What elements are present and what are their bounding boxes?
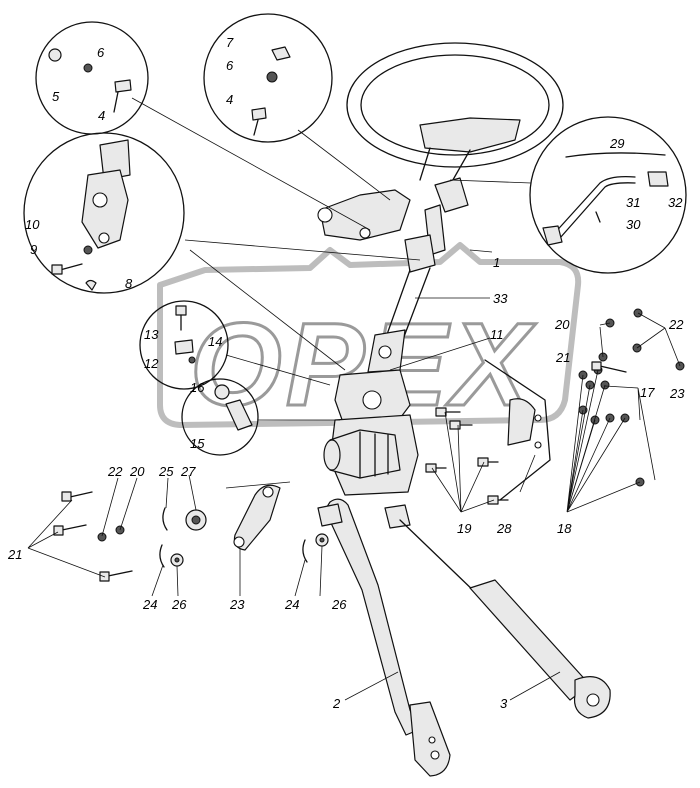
callout-5: 5	[52, 89, 60, 104]
callout-25: 25	[158, 464, 174, 479]
callout-labels: 1 2 3 4 4 5 6 6 7 8 9 10 11 12 13 14 15 …	[7, 35, 685, 711]
steering-column-upper	[317, 177, 469, 256]
callout-18: 18	[557, 521, 572, 536]
detail-circle-left	[23, 132, 185, 294]
callout-20-right: 20	[554, 317, 570, 332]
callout-17: 17	[640, 385, 655, 400]
callout-27: 27	[180, 464, 196, 479]
callout-13: 13	[144, 327, 159, 342]
callout-24-left: 24	[142, 597, 157, 612]
callout-20-left: 20	[129, 464, 145, 479]
callout-28: 28	[496, 521, 512, 536]
callout-22-left: 22	[107, 464, 123, 479]
steering-wheel	[346, 42, 564, 186]
callout-4-top-center: 4	[226, 92, 233, 107]
bracket-28	[484, 359, 551, 501]
callout-21-left: 21	[7, 547, 22, 562]
callout-21-right: 21	[555, 350, 570, 365]
callout-32: 32	[668, 195, 683, 210]
leader-lines	[27, 97, 681, 701]
callout-26-right: 26	[331, 597, 347, 612]
callout-1: 1	[493, 255, 500, 270]
callout-12: 12	[144, 356, 159, 371]
callout-24-right: 24	[284, 597, 299, 612]
callout-9: 9	[30, 242, 37, 257]
detail-circle-top-left	[35, 21, 149, 135]
intermediate-shaft	[367, 234, 436, 373]
power-cylinder	[384, 504, 611, 719]
callout-10: 10	[25, 217, 40, 232]
detail-circle-top-center	[203, 13, 333, 143]
watermark-frame	[157, 242, 582, 428]
callout-31: 31	[626, 195, 640, 210]
steering-gearbox	[323, 369, 419, 496]
small-parts	[159, 507, 329, 568]
callout-30: 30	[626, 217, 641, 232]
detail-circle-center-left	[139, 300, 229, 390]
callout-16: 16	[190, 380, 205, 395]
nuts-18	[578, 365, 645, 487]
callout-8: 8	[125, 276, 133, 291]
callout-4-top-left: 4	[98, 108, 105, 123]
watermark: OPEX	[157, 242, 582, 433]
callout-23-right: 23	[669, 386, 685, 401]
callout-14: 14	[208, 334, 222, 349]
callout-2: 2	[332, 696, 341, 711]
drag-link	[317, 498, 451, 777]
callout-6-top-center: 6	[226, 58, 234, 73]
callout-19: 19	[457, 521, 471, 536]
callout-11: 11	[490, 327, 504, 342]
callout-33: 33	[493, 291, 508, 306]
pitman-arm	[233, 484, 281, 551]
callout-7: 7	[226, 35, 234, 50]
callout-22-right: 22	[668, 317, 684, 332]
callout-3: 3	[500, 696, 508, 711]
detail-circle-lower-left	[181, 378, 259, 456]
detail-circle-right	[529, 116, 687, 274]
right-hardware	[591, 308, 685, 373]
callout-26-left: 26	[171, 597, 187, 612]
callout-29: 29	[609, 136, 624, 151]
callout-6-top-left: 6	[97, 45, 105, 60]
left-hardware	[53, 491, 133, 582]
callout-15: 15	[190, 436, 205, 451]
callout-23-left: 23	[229, 597, 245, 612]
